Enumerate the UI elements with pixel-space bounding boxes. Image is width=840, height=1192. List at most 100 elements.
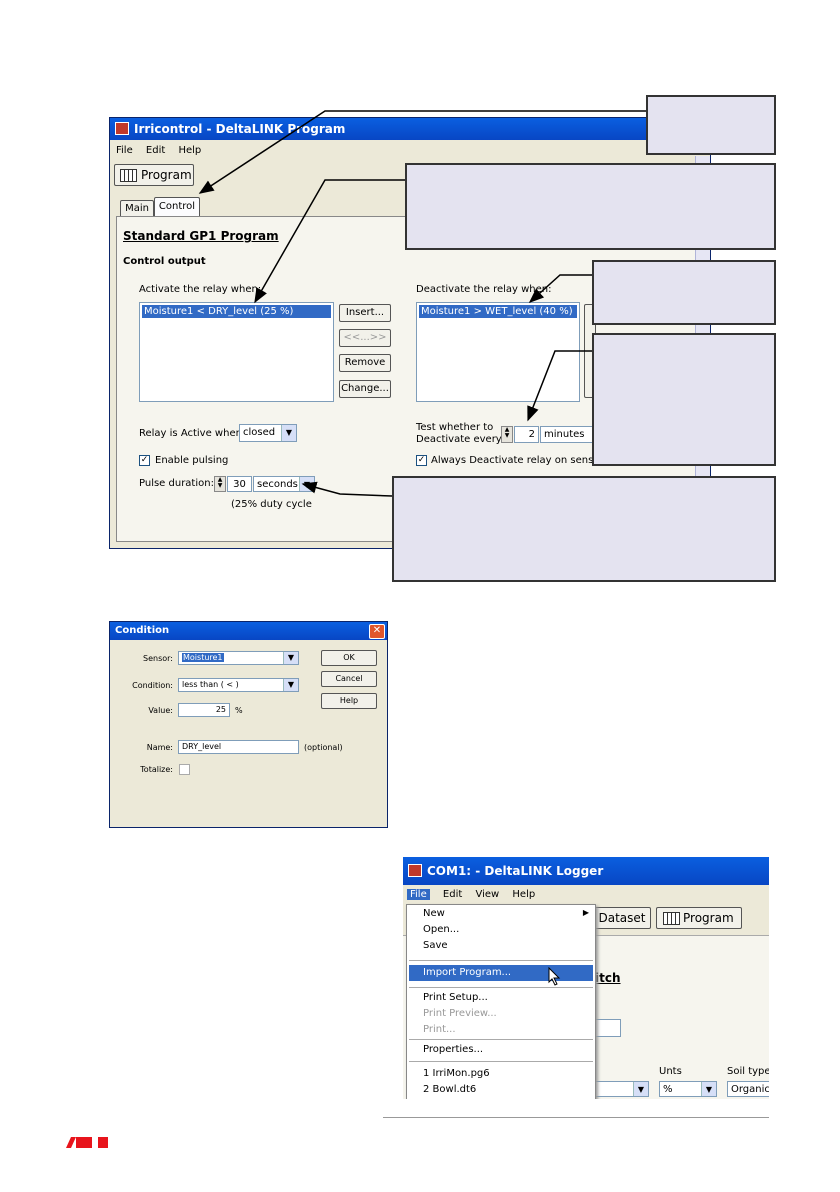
logger-menu-file[interactable]: File (407, 889, 430, 900)
relay-active-select[interactable]: closed ▼ (239, 424, 297, 442)
deactivate-list[interactable]: Moisture1 > WET_level (40 %) (416, 302, 580, 402)
import-program-label: Import Program... (423, 967, 512, 978)
soil-header: Soil type (727, 1066, 769, 1077)
close-icon[interactable]: ✕ (369, 624, 385, 639)
deactivate-list-item[interactable]: Moisture1 > WET_level (40 %) (419, 305, 577, 318)
program-window-titlebar[interactable]: Irricontrol - DeltaLINK Program (110, 118, 710, 140)
company-logo (66, 1137, 108, 1148)
logger-menu-edit[interactable]: Edit (442, 889, 463, 900)
change-button[interactable]: Change... (339, 380, 391, 398)
submenu-arrow-icon: ▶ (582, 908, 589, 917)
callout-box-3 (592, 260, 776, 325)
logger-program-label: Program (683, 911, 734, 925)
help-button[interactable]: Help (321, 693, 377, 709)
pulse-spinner[interactable]: ▲▼ (214, 476, 226, 492)
menu-item-properties[interactable]: Properties... (423, 1044, 484, 1055)
name-label: Name: (146, 743, 173, 752)
program-button[interactable]: Program (656, 907, 742, 929)
control-output-label: Control output (123, 256, 206, 267)
menu-separator (409, 1061, 593, 1062)
menu-separator (409, 960, 593, 961)
grid-icon (120, 169, 137, 182)
soil-select[interactable]: Organic s (727, 1081, 769, 1097)
duty-cycle-text: (25% duty cycle (231, 499, 312, 510)
prev-column-select[interactable]: ▼ (595, 1081, 649, 1097)
menu-item-import-program[interactable]: Import Program... (409, 965, 593, 981)
pulse-duration-label: Pulse duration: (139, 478, 214, 489)
enable-pulsing-label: Enable pulsing (155, 455, 229, 466)
mouse-cursor-icon (548, 967, 561, 986)
value-label: Value: (148, 706, 173, 715)
menu-file[interactable]: File (116, 145, 133, 156)
name-field[interactable]: DRY_level (178, 740, 299, 754)
totalize-checkbox[interactable] (179, 764, 190, 775)
logger-title: COM1: - DeltaLINK Logger (427, 864, 604, 878)
value-field[interactable]: 25 (178, 703, 230, 717)
ok-button[interactable]: OK (321, 650, 377, 666)
insert-button[interactable]: Insert... (339, 304, 391, 322)
app-icon (115, 122, 129, 135)
chevron-down-icon: ▼ (283, 652, 298, 664)
condition-value: less than ( < ) (182, 680, 239, 689)
sensor-select[interactable]: Moisture1 ▼ (178, 651, 299, 665)
logger-menu-help[interactable]: Help (512, 889, 536, 900)
callout-box-5 (392, 476, 776, 582)
move-button[interactable]: <<...>> (339, 329, 391, 347)
menu-help[interactable]: Help (178, 145, 202, 156)
program-heading: Standard GP1 Program (123, 229, 279, 243)
relay-active-label: Relay is Active when: (139, 428, 246, 439)
menu-edit[interactable]: Edit (145, 145, 166, 156)
chevron-down-icon: ▼ (283, 679, 298, 691)
enable-pulsing-checkbox[interactable]: ✓ (139, 455, 150, 466)
menu-item-print-preview[interactable]: Print Preview... (423, 1008, 497, 1019)
condition-titlebar[interactable]: Condition ✕ (110, 622, 387, 640)
menu-item-save[interactable]: Save (423, 940, 448, 951)
program-toolbar-button[interactable]: Program (114, 164, 194, 186)
dataset-button[interactable]: Dataset (593, 907, 651, 929)
tab-control[interactable]: Control (154, 197, 200, 217)
logger-input-field[interactable] (593, 1019, 621, 1037)
logger-menu-view[interactable]: View (475, 889, 500, 900)
menu-item-recent-2[interactable]: 2 Bowl.dt6 (423, 1084, 477, 1095)
bottom-rule (383, 1117, 769, 1118)
always-deactivate-checkbox[interactable]: ✓ (416, 455, 427, 466)
test-value-field[interactable]: 2 (514, 426, 539, 443)
test-spinner[interactable]: ▲▼ (501, 426, 513, 443)
program-button-label: Program (141, 168, 192, 182)
menu-separator (409, 987, 593, 988)
menu-item-print[interactable]: Print... (423, 1024, 456, 1035)
file-menu: New ▶ Open... Save Import Program... Pri… (406, 904, 596, 1099)
sensor-value: Moisture1 (182, 653, 224, 662)
tab-main[interactable]: Main (120, 200, 154, 216)
arrow-to-pulse-unit (301, 481, 393, 497)
units-select[interactable]: % ▼ (659, 1081, 717, 1097)
name-hint: (optional) (304, 743, 343, 752)
menu-item-new[interactable]: New (423, 908, 445, 919)
app-icon (408, 864, 422, 877)
value-unit: % (235, 706, 243, 715)
cancel-button[interactable]: Cancel (321, 671, 377, 687)
logger-window: COM1: - DeltaLINK Logger File Edit View … (403, 857, 769, 1099)
remove-button[interactable]: Remove (339, 354, 391, 372)
arrow-to-activate-item (254, 179, 405, 304)
menu-item-recent-1[interactable]: 1 IrriMon.pg6 (423, 1068, 490, 1079)
condition-label: Condition: (132, 681, 173, 690)
program-menubar: File Edit Help (110, 143, 710, 159)
pulse-value-field[interactable]: 30 (227, 476, 252, 492)
callout-box-2 (405, 163, 776, 250)
condition-title: Condition (115, 625, 170, 636)
sensor-label: Sensor: (143, 654, 173, 663)
condition-dialog: Condition ✕ Sensor: Moisture1 ▼ Conditio… (109, 621, 388, 828)
totalize-label: Totalize: (140, 765, 173, 774)
activate-list[interactable]: Moisture1 < DRY_level (25 %) (139, 302, 334, 402)
logger-titlebar[interactable]: COM1: - DeltaLINK Logger (403, 857, 769, 885)
test-label-1: Test whether to (416, 422, 494, 433)
activate-list-item[interactable]: Moisture1 < DRY_level (25 %) (142, 305, 331, 318)
condition-select[interactable]: less than ( < ) ▼ (178, 678, 299, 692)
menu-item-open[interactable]: Open... (423, 924, 460, 935)
chevron-down-icon: ▼ (701, 1082, 716, 1096)
always-deactivate-label: Always Deactivate relay on sensor err (431, 455, 621, 466)
pulse-unit-value: seconds (257, 479, 298, 490)
deactivate-label: Deactivate the relay when: (416, 284, 552, 295)
menu-item-print-setup[interactable]: Print Setup... (423, 992, 488, 1003)
